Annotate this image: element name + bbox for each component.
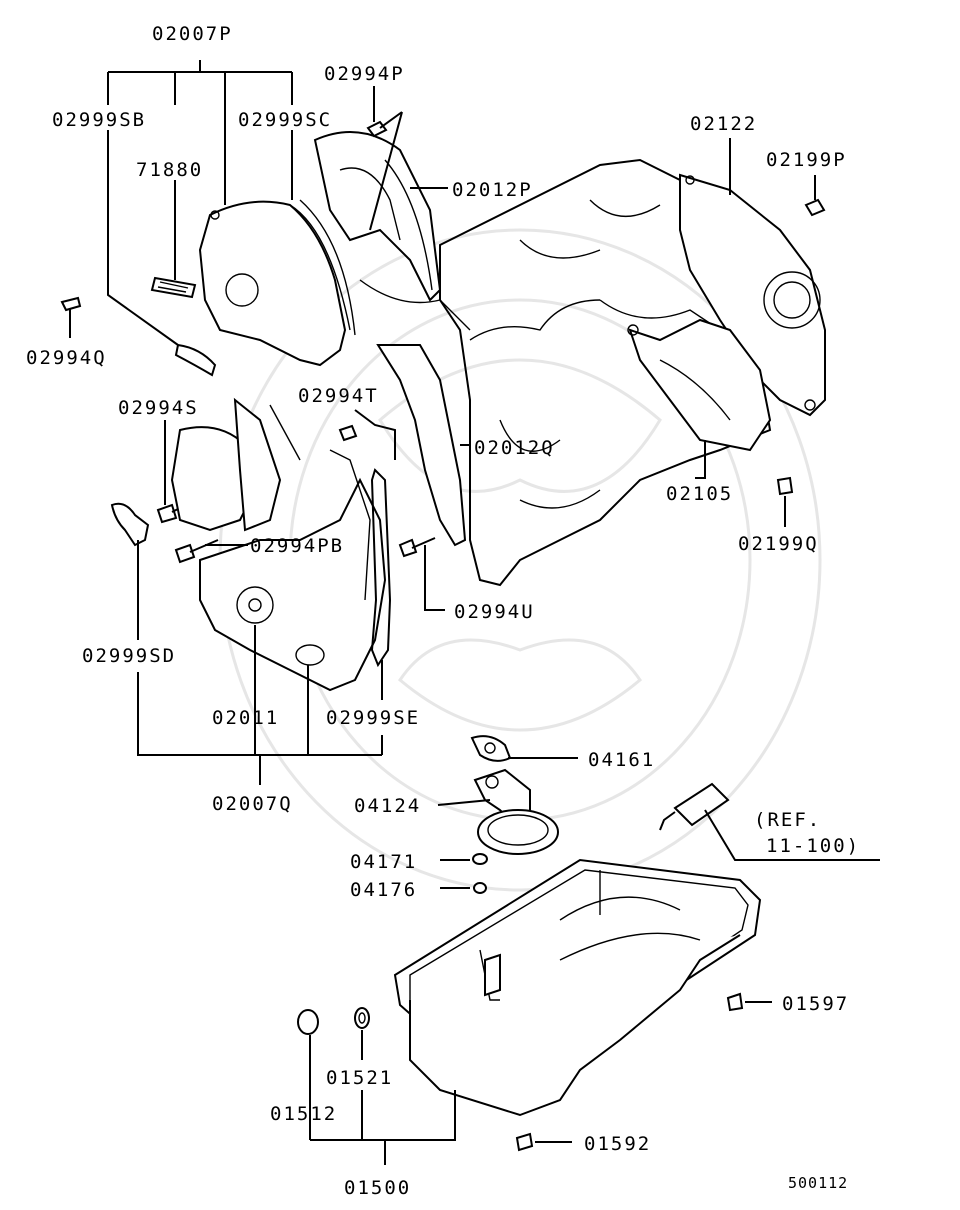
label-02199P: 02199P <box>766 149 847 171</box>
label-02999SD: 02999SD <box>82 645 176 667</box>
label-01521: 01521 <box>326 1067 393 1089</box>
label-02011: 02011 <box>212 707 279 729</box>
label-71880: 71880 <box>136 159 203 181</box>
label-02012P: 02012P <box>452 179 533 201</box>
rear-plate <box>679 173 826 417</box>
label-01592: 01592 <box>584 1133 651 1155</box>
label-04161: 04161 <box>588 749 655 771</box>
label-02994PB: 02994PB <box>250 535 344 557</box>
upper-cover-gasket <box>313 131 442 302</box>
lower-timing-cover <box>199 449 387 692</box>
label-02999SB: 02999SB <box>52 109 146 131</box>
label-ref-line2: 11-100) <box>766 835 860 857</box>
label-04171: 04171 <box>350 851 417 873</box>
label-01500: 01500 <box>344 1177 411 1199</box>
label-01597: 01597 <box>782 993 849 1015</box>
label-02999SE: 02999SE <box>326 707 420 729</box>
label-02999SC: 02999SC <box>238 109 332 131</box>
diagram-id: 500112 <box>788 1174 848 1192</box>
label-02007Q: 02007Q <box>212 793 293 815</box>
label-02994P: 02994P <box>324 63 405 85</box>
label-02994S: 02994S <box>118 397 199 419</box>
part-labels: 02007P 02999SB 02999SC 71880 02994Q 0299… <box>26 23 860 1199</box>
upper-timing-cover <box>198 199 356 367</box>
middle-timing-cover <box>170 397 301 532</box>
label-04124: 04124 <box>354 795 421 817</box>
label-02105: 02105 <box>666 483 733 505</box>
label-02994T: 02994T <box>298 385 379 407</box>
leader-lines <box>69 60 880 1165</box>
lower-cover-seal <box>370 468 392 668</box>
side-cover <box>627 318 772 452</box>
label-02007P: 02007P <box>152 23 233 45</box>
label-ref-line1: (REF. <box>754 809 821 831</box>
bolts <box>60 120 826 564</box>
lower-cover-clip <box>110 502 150 547</box>
label-plate <box>150 276 197 299</box>
cover-seal-sb <box>174 343 217 377</box>
label-01512: 01512 <box>270 1103 337 1125</box>
label-04176: 04176 <box>350 879 417 901</box>
oil-pan <box>393 858 762 1117</box>
drain-hardware <box>297 992 744 1152</box>
sealant-tube <box>659 782 730 831</box>
front-gasket <box>376 344 467 547</box>
label-02994U: 02994U <box>454 601 535 623</box>
label-02199Q: 02199Q <box>738 533 819 555</box>
oil-strainer <box>470 735 559 855</box>
strainer-fasteners <box>472 853 488 894</box>
label-02122: 02122 <box>690 113 757 135</box>
label-02994Q: 02994Q <box>26 347 107 369</box>
label-02012Q: 02012Q <box>474 437 555 459</box>
